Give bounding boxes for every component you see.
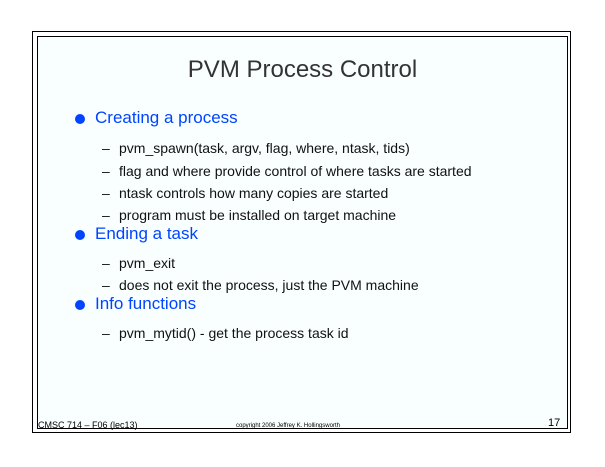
bullet-icon [75,300,85,310]
list-item: –pvm_mytid() - get the process task id [102,325,349,341]
bullet-icon [75,230,85,240]
dash-icon: – [102,140,110,156]
page-number: 17 [548,417,561,429]
list-item: –does not exit the process, just the PVM… [102,277,419,293]
dash-icon: – [102,163,110,179]
section-heading: Info functions [95,294,197,313]
dash-icon: – [102,325,110,341]
bullet-icon [75,114,85,124]
section-heading: Creating a process [95,108,238,127]
footer-course: CMSC 714 – F06 (lec13) [38,420,138,430]
slide-inner-frame [37,36,568,429]
dash-icon: – [102,207,110,223]
section-heading: Ending a task [95,224,199,243]
dash-icon: – [102,277,110,293]
slide-title: PVM Process Control [187,56,418,83]
dash-icon: – [102,185,110,201]
list-item: –ntask controls how many copies are star… [102,185,389,201]
list-item: –pvm_exit [102,255,176,271]
list-item: –pvm_spawn(task, argv, flag, where, ntas… [102,140,410,156]
list-item: –flag and where provide control of where… [102,163,472,179]
list-item: –program must be installed on target mac… [102,207,397,223]
footer-copyright: copyright 2006 Jeffrey K. Hollingsworth [236,423,340,429]
dash-icon: – [102,255,110,271]
